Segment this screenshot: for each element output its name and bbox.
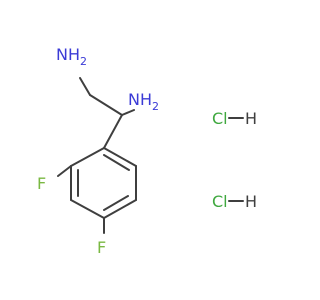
ring-bond-top-right <box>103 147 137 167</box>
amine-label-2-main: NH <box>128 90 152 109</box>
bond-ring-f1 <box>57 165 72 177</box>
amine-label-1-main: NH <box>56 45 80 64</box>
chemical-structure-diagram: NH2 NH2 F F Cl H Cl H <box>37 45 257 257</box>
bond-n1-c1 <box>79 77 91 96</box>
salt-hydrogen-2: H <box>245 192 257 211</box>
ring-double-bond-bottom <box>103 195 129 211</box>
amine-label-1-sub: 2 <box>80 55 87 68</box>
bond-lines <box>57 77 244 234</box>
ring-bond-bottom-right <box>103 199 137 219</box>
amine-label-2-sub: 2 <box>152 100 159 113</box>
ring-bond-top-left <box>70 147 105 167</box>
bond-c2-ring <box>103 114 123 149</box>
amine-label-1: NH2 <box>56 45 87 68</box>
ring-bond-bottom-left <box>70 199 105 219</box>
bond-c2-n2 <box>121 109 135 116</box>
salt-hydrogen-1: H <box>245 109 257 128</box>
ring-double-bond-top <box>103 154 130 171</box>
amine-label-2: NH2 <box>128 90 159 113</box>
fluorine-label-1: F <box>37 174 46 193</box>
fluorine-label-2: F <box>97 238 106 257</box>
salt-chlorine-1: Cl <box>212 109 228 128</box>
salt-chlorine-2: Cl <box>212 192 228 211</box>
bond-c1-c2 <box>89 94 123 116</box>
